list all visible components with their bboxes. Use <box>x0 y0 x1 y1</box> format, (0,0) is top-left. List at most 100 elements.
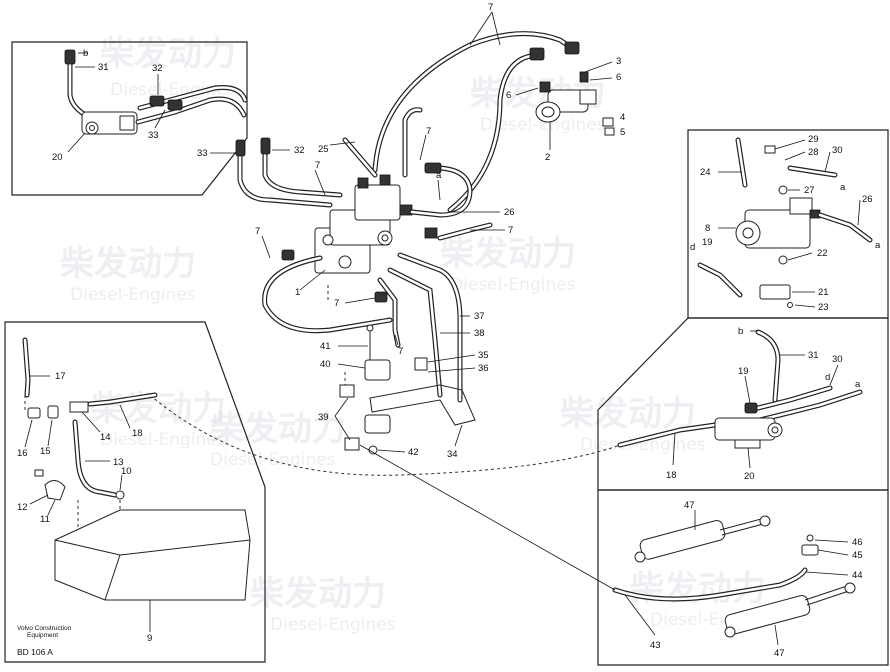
label-30: 30 <box>832 354 843 365</box>
watermark-cn: 柴发动力 <box>250 574 386 614</box>
inset-top-left: b 31 32 33 20 <box>11 41 248 196</box>
label-7: 7 <box>255 226 260 237</box>
cylinder-part-2: 3 6 6 4 5 2 <box>506 56 625 163</box>
watermark-cn: 柴发动力 <box>210 409 346 449</box>
caption-dept: Equipment <box>27 632 58 639</box>
label-b: b <box>83 48 88 59</box>
watermark-en: Diesel-Engines <box>100 430 226 450</box>
label-26: 26 <box>862 194 873 205</box>
label-18: 18 <box>132 428 143 439</box>
label-24: 24 <box>700 167 711 178</box>
label-7: 7 <box>488 2 493 13</box>
label-41: 41 <box>320 341 331 352</box>
dashed-connection <box>149 394 621 476</box>
label-33: 33 <box>197 148 208 159</box>
inset-tank: 17 16 15 14 18 13 10 12 11 9 Volvo Const… <box>4 321 266 663</box>
label-47: 47 <box>684 500 695 511</box>
label-23: 23 <box>818 302 829 313</box>
label-43: 43 <box>650 640 661 651</box>
label-36: 36 <box>478 363 489 374</box>
label-35: 35 <box>478 350 489 361</box>
label-d: d <box>690 242 695 253</box>
label-28: 28 <box>808 147 819 158</box>
watermark-cn: 柴发动力 <box>60 244 196 284</box>
label-44: 44 <box>852 570 863 581</box>
inset-valve-20: b 31 19 30 d a 18 20 <box>597 317 889 491</box>
watermark-layer: 柴发动力 Diesel-Engines 柴发动力 Diesel-Engines … <box>60 34 776 635</box>
label-7: 7 <box>315 160 320 171</box>
watermark-en: Diesel-Engines <box>110 80 236 100</box>
label-32: 32 <box>294 145 305 156</box>
label-a: a <box>855 379 861 390</box>
label-20: 20 <box>744 471 755 482</box>
label-2: 2 <box>545 152 550 163</box>
label-45: 45 <box>852 550 863 561</box>
label-d: d <box>825 372 830 383</box>
label-8: 8 <box>705 223 710 234</box>
watermark-en: Diesel-Engines <box>480 115 606 135</box>
label-b: b <box>738 326 743 337</box>
label-34: 34 <box>447 449 458 460</box>
inset-pump: 29 28 30 a 27 24 8 26 a d 19 22 21 23 <box>687 129 889 319</box>
watermark-cn: 柴发动力 <box>90 389 226 429</box>
label-12: 12 <box>17 502 28 513</box>
label-6: 6 <box>506 90 511 101</box>
label-17: 17 <box>55 371 66 382</box>
label-7: 7 <box>508 225 513 236</box>
label-7: 7 <box>426 126 431 137</box>
watermark-en: Diesel-Engines <box>450 275 576 295</box>
label-19: 19 <box>702 237 713 248</box>
label-20: 20 <box>52 152 63 163</box>
label-37: 37 <box>474 311 485 322</box>
label-14: 14 <box>100 432 111 443</box>
label-27: 27 <box>804 185 815 196</box>
label-a: a <box>840 182 846 193</box>
label-4: 4 <box>620 112 625 123</box>
label-11: 11 <box>40 514 50 525</box>
label-7: 7 <box>398 346 403 357</box>
label-40: 40 <box>320 359 331 370</box>
label-5: 5 <box>620 127 625 138</box>
label-15: 15 <box>40 446 51 457</box>
connection-line <box>359 444 616 591</box>
label-21: 21 <box>818 287 829 298</box>
label-a: a <box>436 170 442 181</box>
inset-cylinders: 47 46 45 44 43 47 <box>597 489 889 666</box>
label-7: 7 <box>334 298 339 309</box>
watermark-cn: 柴发动力 <box>560 394 696 434</box>
watermark-cn: 柴发动力 <box>100 34 236 74</box>
label-18: 18 <box>666 470 677 481</box>
label-6: 6 <box>616 72 621 83</box>
watermark-en: Diesel-Engines <box>210 450 336 470</box>
label-9: 9 <box>147 633 152 644</box>
label-33: 33 <box>148 130 159 141</box>
caption-code: BD 106 A <box>17 647 53 657</box>
watermark-en: Diesel-Engines <box>270 615 396 635</box>
label-32: 32 <box>152 63 163 74</box>
label-39: 39 <box>318 412 329 423</box>
label-25: 25 <box>318 144 329 155</box>
label-13: 13 <box>113 457 124 468</box>
label-22: 22 <box>817 248 828 259</box>
label-19: 19 <box>738 366 749 377</box>
label-38: 38 <box>474 328 485 339</box>
label-42: 42 <box>408 447 419 458</box>
watermark-cn: 柴发动力 <box>440 234 576 274</box>
label-47: 47 <box>774 648 785 659</box>
label-31: 31 <box>808 350 819 361</box>
label-1: 1 <box>295 287 300 298</box>
watermark-en: Diesel-Engines <box>70 285 196 305</box>
label-30: 30 <box>832 145 843 156</box>
label-a: a <box>875 240 881 251</box>
main-assembly: 7 7 7 25 33 32 a 26 7 7 1 7 37 38 7 41 4… <box>197 2 580 460</box>
label-31: 31 <box>98 62 109 73</box>
label-29: 29 <box>808 134 819 145</box>
label-3: 3 <box>616 56 621 67</box>
label-16: 16 <box>17 448 28 459</box>
label-10: 10 <box>121 466 132 477</box>
caption-company: Volvo Construction <box>17 625 72 632</box>
label-26: 26 <box>504 207 515 218</box>
label-46: 46 <box>852 537 863 548</box>
